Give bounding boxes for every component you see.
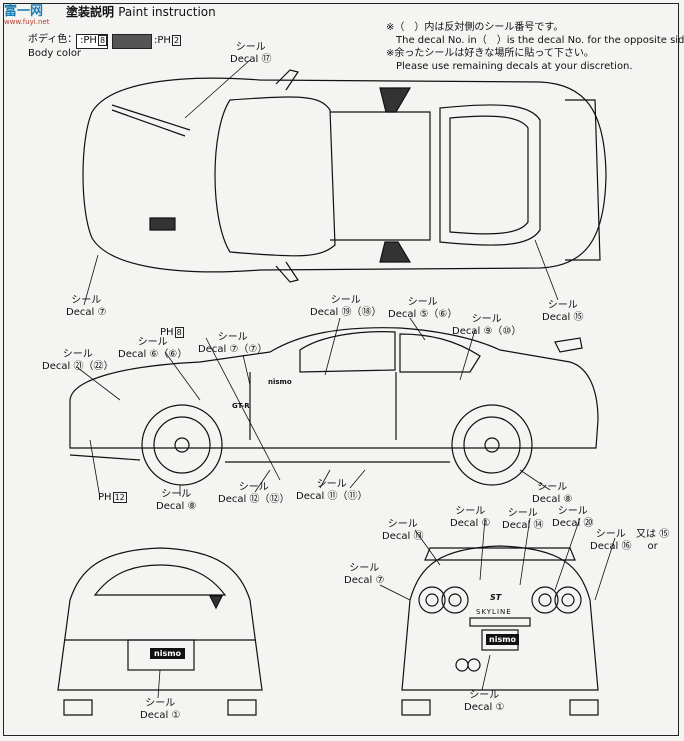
note-line-2: The decal No. in（ ）is the decal No. for … bbox=[396, 35, 684, 46]
diagram-frame bbox=[3, 3, 679, 736]
front-plate-logo: nismo bbox=[150, 648, 186, 659]
side-nismo-decal: nismo bbox=[268, 378, 292, 386]
body-color-en: Body color bbox=[28, 48, 82, 59]
front-view-car bbox=[57, 547, 263, 716]
title-en: Paint instruction bbox=[118, 5, 216, 19]
or-alternative-note: 又は ⑮ or bbox=[636, 529, 670, 552]
top-view-car bbox=[82, 69, 607, 283]
rear-st-badge: ST bbox=[490, 593, 502, 602]
rear-skyline-decal: SKYLINE bbox=[476, 608, 512, 616]
rear-plate-logo: nismo bbox=[486, 634, 520, 645]
watermark-url: www.fuyi.net bbox=[4, 18, 50, 26]
note-line-1: ※（ ）内は反対側のシール番号です。 bbox=[386, 22, 564, 33]
title-jp: 塗装説明 bbox=[66, 5, 115, 19]
rear-view-car bbox=[401, 545, 599, 716]
note-line-3: ※余ったシールは好きな場所に貼って下さい。 bbox=[386, 48, 594, 59]
page-title: 塗装説明 Paint instruction bbox=[66, 3, 216, 20]
leader-lines bbox=[77, 59, 616, 699]
color-swatch-dark bbox=[112, 34, 152, 49]
note-line-4: Please use remaining decals at your disc… bbox=[396, 61, 633, 72]
side-view-car bbox=[69, 327, 599, 486]
side-gtr-decal: GT-R bbox=[232, 402, 250, 410]
body-color-jp: ボディ色： bbox=[28, 34, 78, 45]
watermark-logo: 富一网 bbox=[4, 4, 44, 19]
